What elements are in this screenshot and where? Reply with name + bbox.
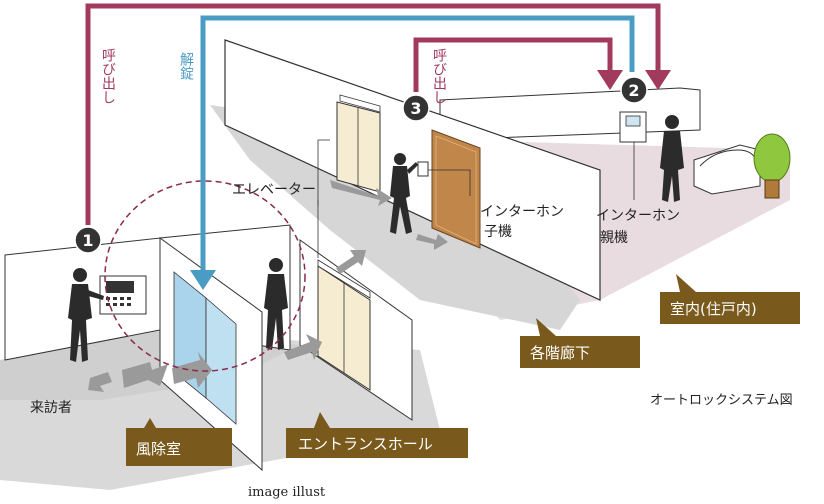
- sofa: [693, 144, 761, 195]
- marker-2-text: 2: [628, 81, 639, 100]
- sub-intercom-unit: [417, 161, 429, 177]
- resident-person-corridor: [390, 153, 418, 234]
- plant: [753, 133, 791, 199]
- call-arrowhead-3: [597, 70, 623, 90]
- marker-1-text: 1: [82, 231, 93, 250]
- main-intercom-label-1: インターホン: [596, 208, 680, 224]
- main-intercom-unit: [619, 111, 647, 143]
- marker-3-text: 3: [410, 99, 421, 118]
- marker-2: 2: [620, 76, 648, 104]
- tag-entrance-hall: エントランスホール: [286, 412, 468, 458]
- visitor-label: 来訪者: [30, 400, 72, 416]
- marker-1: 1: [74, 226, 102, 254]
- resident-person-indoor: [660, 115, 684, 202]
- walk-arrows: [88, 180, 448, 392]
- call-arrowhead-1: [645, 70, 671, 90]
- call-line-3: [413, 37, 613, 92]
- windbreak-highlight-circle: [104, 180, 306, 372]
- main-intercom-label-2: 親機: [600, 230, 628, 246]
- apartment-door: [431, 129, 481, 249]
- call-label-1: 呼び出し: [100, 48, 116, 104]
- sub-intercom-label-1: インターホン: [480, 204, 564, 220]
- call-line-1: [85, 3, 661, 225]
- unlock-line: [200, 15, 635, 272]
- tag-entrance-hall-text: エントランスホール: [298, 435, 433, 453]
- tag-corridor-text: 各階廊下: [530, 344, 590, 362]
- marker-3: 3: [402, 94, 430, 122]
- footer-label: image illust: [248, 485, 326, 500]
- elevator-upper: [336, 101, 381, 193]
- resident-person-hall: [264, 258, 288, 350]
- tag-windbreak-text: 風除室: [136, 440, 181, 458]
- system-caption: オートロックシステム図: [650, 393, 793, 408]
- unlock-arrowhead: [190, 270, 216, 290]
- visitor-person: [68, 268, 104, 362]
- sub-intercom-label-2: 子機: [484, 224, 512, 240]
- tag-indoor-text: 室内(住戸内): [670, 300, 757, 318]
- elevator-label: エレベーター: [232, 182, 316, 198]
- call-label-3: 呼び出し: [431, 48, 447, 104]
- tag-indoor: 室内(住戸内): [660, 274, 800, 324]
- tag-corridor: 各階廊下: [520, 318, 640, 368]
- tag-windbreak: 風除室: [126, 418, 232, 466]
- unlock-label: 解錠: [178, 52, 194, 81]
